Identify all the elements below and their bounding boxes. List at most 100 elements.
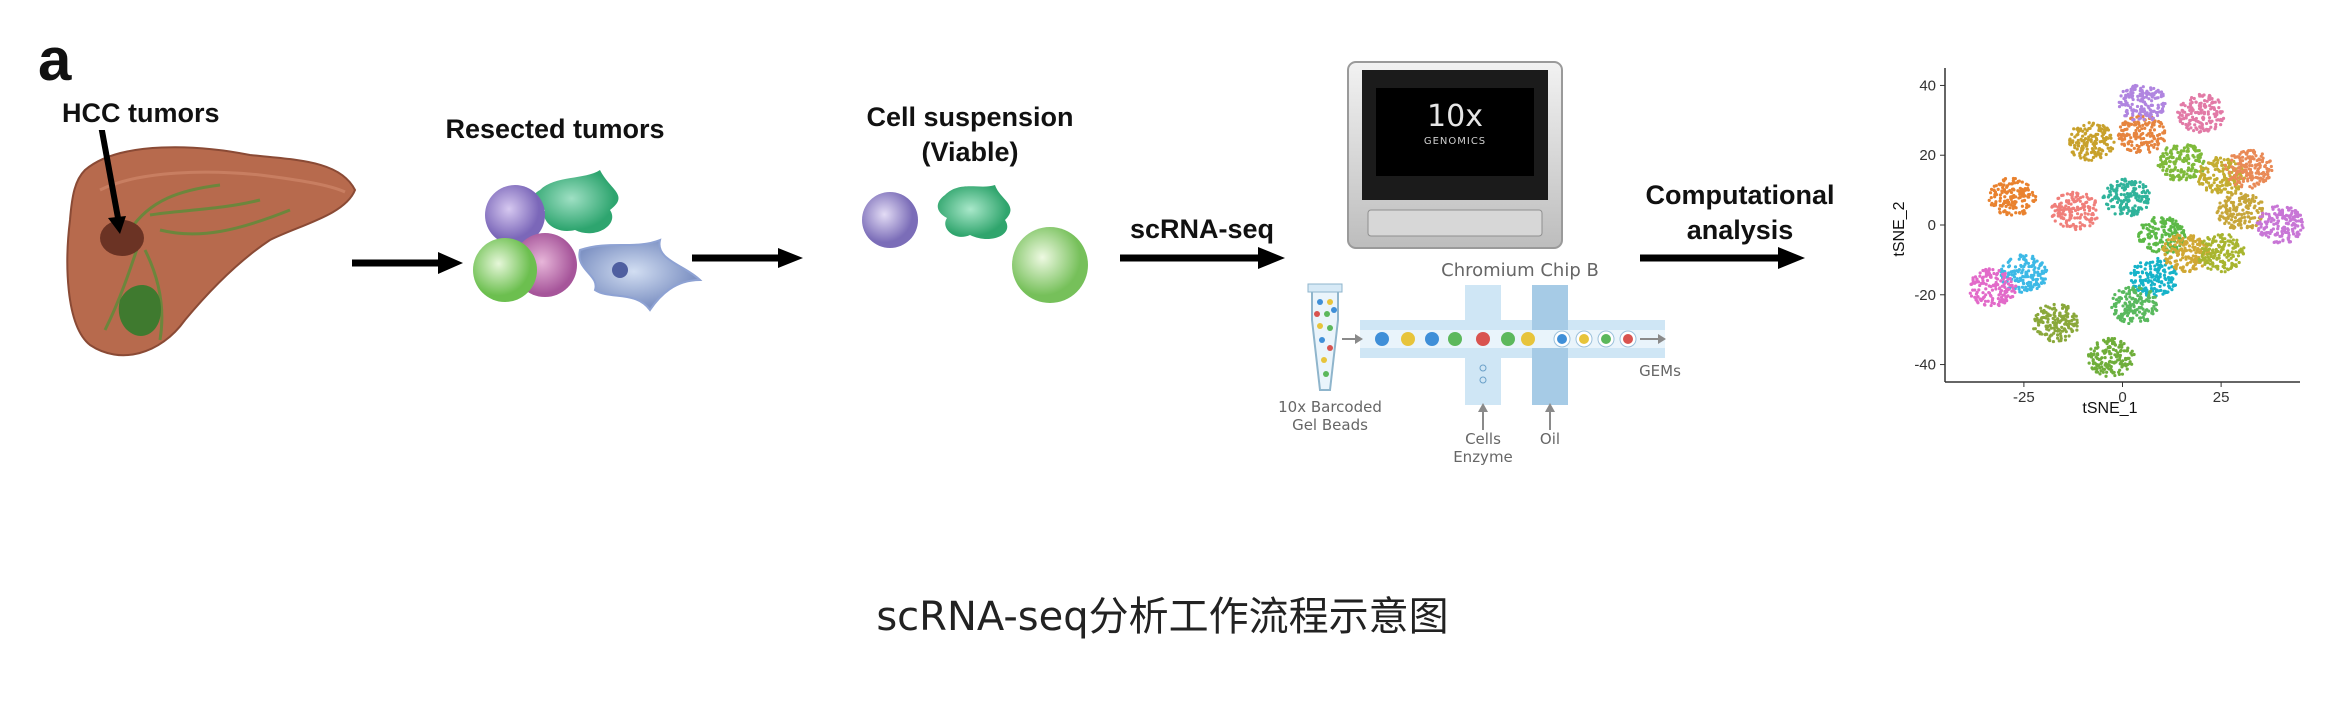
tsne-point — [2162, 245, 2166, 250]
tsne-point — [2087, 158, 2091, 162]
tsne-point — [2036, 312, 2040, 317]
tsne-point — [2022, 255, 2026, 259]
tsne-point — [2150, 249, 2154, 253]
tsne-point — [2119, 137, 2124, 141]
tsne-point — [2179, 227, 2183, 231]
tsne-point — [2158, 124, 2162, 128]
tsne-point — [2203, 98, 2207, 103]
tsne-point — [2108, 352, 2112, 356]
tsne-point — [2112, 340, 2116, 344]
tsne-point — [2096, 150, 2100, 154]
tsne-point — [2106, 345, 2110, 349]
tsne-point — [2046, 320, 2050, 324]
tsne-point — [2243, 219, 2247, 223]
tsne-point — [2146, 91, 2150, 95]
tsne-point — [2286, 221, 2290, 225]
tsne-point — [2179, 149, 2184, 153]
tsne-point — [2210, 261, 2215, 265]
tsne-point — [2121, 359, 2125, 363]
tsne-point — [2053, 314, 2057, 318]
tsne-point — [2184, 257, 2188, 261]
tsne-point — [2139, 297, 2143, 301]
tsne-point — [2213, 100, 2217, 104]
tsne-point — [2088, 224, 2092, 228]
tsne-point — [2206, 243, 2210, 247]
tsne-point — [2154, 303, 2158, 307]
tsne-point — [2198, 125, 2202, 129]
tsne-point — [2021, 192, 2025, 196]
tsne-point — [2059, 205, 2064, 209]
tsne-point — [2131, 316, 2135, 320]
tsne-point — [2132, 133, 2136, 137]
tsne-point — [2020, 180, 2024, 184]
tsne-point — [2190, 95, 2194, 100]
tsne-point — [2238, 172, 2242, 176]
tsne-point — [2217, 106, 2221, 110]
tsne-point — [2222, 187, 2226, 191]
tsne-point — [2202, 159, 2206, 163]
tsne-point — [2152, 136, 2156, 140]
tsne-point — [2015, 181, 2020, 185]
tsne-point — [2168, 260, 2172, 264]
tsne-point — [2129, 351, 2133, 355]
tsne-point — [2204, 186, 2209, 190]
tsne-point — [2167, 266, 2171, 270]
tsne-point — [2100, 134, 2104, 138]
tsne-point — [2191, 242, 2195, 246]
tsne-point — [2125, 292, 2129, 296]
tsne-point — [2162, 131, 2167, 135]
tsne-point — [2114, 310, 2118, 314]
tsne-point — [2238, 160, 2243, 164]
tsne-point — [2229, 235, 2233, 239]
tsne-point — [2067, 334, 2071, 338]
tsne-point — [2100, 360, 2104, 364]
tsne-point — [2029, 273, 2034, 277]
tsne-point — [2170, 276, 2174, 280]
tsne-point — [2119, 296, 2124, 301]
tsne-point — [2276, 224, 2280, 228]
tsne-point — [2236, 162, 2240, 166]
tsne-point — [2111, 347, 2116, 352]
tsne-point — [2151, 218, 2155, 222]
tsne-point — [2037, 266, 2041, 270]
tsne-point — [2234, 207, 2239, 211]
tsne-point — [1993, 192, 1997, 197]
tsne-point — [2151, 230, 2155, 234]
chromium-instrument — [1347, 61, 1563, 249]
tsne-point — [2124, 364, 2128, 368]
tsne-point — [2150, 281, 2154, 285]
tsne-point — [2212, 235, 2217, 239]
tsne-point — [2158, 272, 2162, 276]
tsne-point — [2011, 206, 2015, 211]
tsne-point — [2173, 145, 2177, 149]
tsne-point — [2154, 231, 2158, 235]
figure-caption: scRNA-seq分析工作流程示意图 — [876, 594, 1449, 640]
tsne-point — [2102, 338, 2106, 342]
tsne-point — [2244, 151, 2248, 155]
tsne-point — [2076, 132, 2080, 136]
tsne-point — [2003, 301, 2007, 305]
tsne-point — [1978, 274, 1982, 278]
tsne-point — [2139, 319, 2143, 323]
tsne-point — [2094, 141, 2098, 145]
tsne-point — [2242, 169, 2246, 173]
tsne-point — [2035, 286, 2039, 291]
tsne-point — [2040, 332, 2044, 336]
tsne-point — [2202, 167, 2206, 171]
tsne-point — [2152, 119, 2157, 124]
x-tick-label: 0 — [2118, 389, 2126, 406]
tsne-point — [2174, 264, 2178, 269]
tsne-point — [2074, 141, 2079, 145]
tsne-point — [2214, 125, 2218, 129]
tsne-point — [2170, 265, 2174, 269]
tsne-point — [2144, 102, 2148, 107]
tsne-point — [2196, 238, 2200, 242]
tsne-point — [2207, 116, 2212, 120]
tsne-point — [2221, 204, 2225, 208]
tsne-point — [2079, 156, 2083, 160]
tsne-point — [2227, 177, 2232, 182]
tsne-point — [2076, 143, 2080, 147]
tsne-point — [2185, 125, 2189, 130]
tsne-point — [2163, 252, 2167, 256]
tsne-point — [2166, 281, 2170, 285]
